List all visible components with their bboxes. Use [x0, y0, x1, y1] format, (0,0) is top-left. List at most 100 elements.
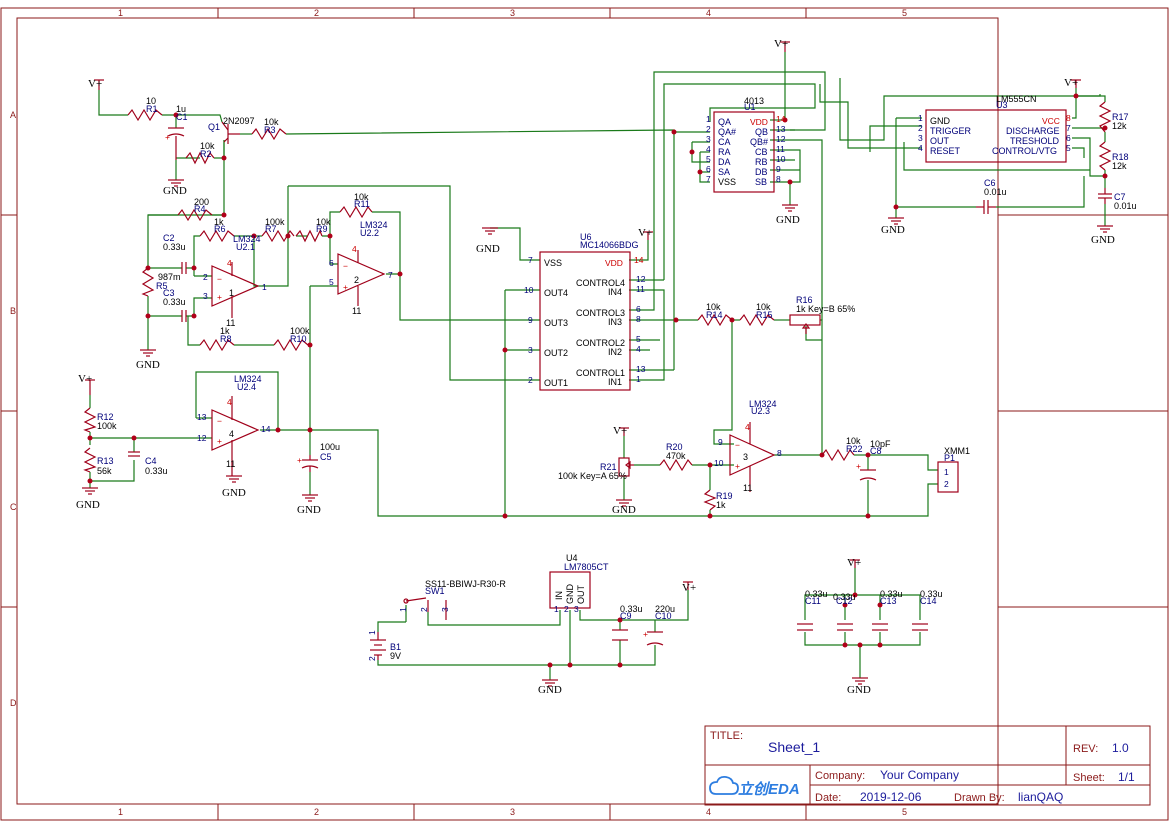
schematic-label: GND: [881, 224, 905, 236]
capacitor-c1: 1u C1 +: [165, 104, 188, 160]
schematic-label: +: [643, 629, 648, 639]
schematic-label: 2: [203, 272, 208, 282]
schematic-label: +: [217, 436, 222, 446]
schematic-label: IN2: [608, 347, 622, 357]
schematic-label: QB: [755, 127, 768, 137]
schematic-label: 100u: [320, 442, 340, 452]
schematic-label: 4: [918, 143, 923, 153]
junction: [307, 342, 313, 348]
schematic-label: V+: [88, 78, 102, 90]
zone-col-5-bottom: 5: [902, 807, 907, 817]
schematic-label: XMM1: [944, 446, 970, 456]
schematic-label: LM555CN: [996, 94, 1037, 104]
schematic-label: OUT3: [544, 318, 568, 328]
schematic-label: 0.33u: [145, 466, 168, 476]
ground-symbol: GND: [612, 499, 636, 516]
schematic-label: 0.33u: [805, 589, 828, 599]
schematic-label: 9: [528, 315, 533, 325]
capacitor-c14: 0.33u C14: [912, 589, 943, 631]
capacitor-c5: + 100u C5: [297, 442, 340, 472]
junction: [567, 662, 573, 668]
schematic-label: R3: [264, 125, 276, 135]
schematic-label: DB: [755, 167, 768, 177]
vplus-symbol: V+: [1064, 77, 1081, 89]
schematic-label: 2: [564, 604, 569, 614]
resistor-r1: 10 R1: [127, 96, 163, 122]
ground-symbol: GND: [136, 349, 160, 371]
schematic-label: 13: [776, 124, 786, 134]
schematic-label: 7: [528, 255, 533, 265]
schematic-label: 6: [329, 258, 334, 268]
ground-symbol: GND: [776, 204, 800, 226]
schematic-label: GND: [136, 359, 160, 371]
schematic-label: 12: [776, 134, 786, 144]
schematic-label: +: [165, 132, 170, 142]
ground-symbol: GND: [76, 487, 100, 511]
schematic-label: GND: [847, 684, 871, 696]
schematic-label: 0.01u: [1114, 201, 1137, 211]
schematic-label: 8: [777, 448, 782, 458]
resistor-r17: R17 12k: [1098, 101, 1129, 133]
ground-symbol: GND: [1091, 225, 1115, 246]
schematic-label: 2: [354, 275, 359, 285]
schematic-label: +: [735, 461, 740, 471]
resistor-r8: 1k R8: [199, 326, 235, 352]
capacitor-c13: 0.33u C13: [872, 589, 903, 631]
ground-symbol: GND: [881, 217, 905, 236]
schematic-label: OUT1: [544, 378, 568, 388]
title-block: TITLE: Sheet_1 REV: 1.0 Company: Your Co…: [704, 725, 1151, 806]
schematic-label: 3: [203, 291, 208, 301]
schematic-label: V+: [78, 373, 92, 385]
junction: [842, 602, 848, 608]
schematic-label: C13: [880, 596, 897, 606]
schematic-label: RA: [718, 147, 731, 157]
resistor-r20: R20 470k: [659, 442, 693, 472]
schematic-label: IN1: [608, 377, 622, 387]
sheet-value: 1/1: [1118, 770, 1135, 784]
schematic-label: GND: [538, 684, 562, 696]
schematic-label: 987m: [158, 272, 181, 282]
schematic-label: 10k: [706, 302, 721, 312]
schematic-label: 13: [636, 364, 646, 374]
schematic-label: 3: [440, 607, 450, 612]
schematic-label: 100k Key=A 65%: [558, 471, 627, 481]
schematic-label: 0.33u: [163, 297, 186, 307]
schematic-label: GND: [297, 504, 321, 516]
resistor-r13: R13 56k: [83, 447, 114, 476]
junction: [707, 513, 713, 519]
schematic-label: 3: [918, 133, 923, 143]
eda-logo: 立创EDA: [709, 775, 800, 798]
schematic-label: +: [343, 282, 348, 292]
schematic-label: 11: [226, 318, 235, 328]
drawn-by-label: Drawn By:: [954, 792, 1005, 804]
schematic-label: 3: [743, 452, 748, 462]
schematic-label: B1: [390, 642, 401, 652]
resistor-r11: 10k R11: [339, 192, 373, 219]
capacitor-c8: + 10pF C8: [856, 439, 891, 481]
schematic-label: R10: [290, 334, 307, 344]
u1-right-pins: VDD QB QB# CB RB DB SB 14 13 12 11 10 9 …: [750, 114, 786, 187]
ground-symbol: GND: [847, 677, 871, 696]
schematic-label: 14: [776, 114, 786, 124]
schematic-label: 2: [944, 479, 949, 489]
schematic-label: LM324: [234, 374, 262, 384]
schematic-label: R2: [200, 149, 212, 159]
schematic-label: 1: [944, 467, 949, 477]
schematic-label: 1: [918, 113, 923, 123]
opamp-u2-3: − + 9 10 8 4 11 3 LM324 U2.3: [714, 399, 782, 493]
schematic-label: U2.3: [751, 406, 770, 416]
schematic-label: R5: [156, 281, 168, 291]
power-symbols: V+ V+ V+ V+ V+ V+ V+ V+: [76, 38, 1115, 696]
resistor-r18: R18 12k: [1098, 141, 1129, 171]
schematic-label: 1k: [214, 217, 224, 227]
schematic-label: 100k: [265, 217, 285, 227]
schematic-label: 11: [776, 144, 785, 154]
schematic-label: −: [735, 440, 740, 450]
schematic-label: 12: [197, 433, 207, 443]
schematic-label: 56k: [97, 466, 112, 476]
capacitor-c11: 0.33u C11: [797, 589, 828, 631]
schematic-label: U1: [744, 102, 756, 112]
zone-col-2: 2: [314, 8, 319, 18]
schematic-label: R11: [354, 199, 370, 209]
ground-symbol: GND: [222, 475, 246, 499]
